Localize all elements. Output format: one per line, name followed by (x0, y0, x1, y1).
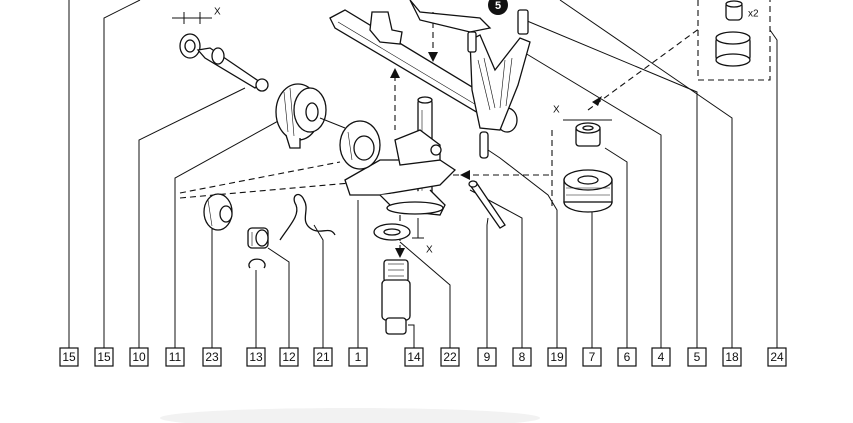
callout-8: 8 (512, 347, 532, 367)
svg-text:19: 19 (550, 350, 564, 364)
callout-11: 11 (165, 347, 185, 367)
callout-4: 4 (651, 347, 671, 367)
svg-text:12: 12 (282, 350, 296, 364)
part-1-shaft-assembly (344, 96, 457, 216)
svg-text:5: 5 (694, 350, 701, 364)
svg-text:22: 22 (443, 350, 457, 364)
dimension-label-x-mid: X (426, 245, 433, 256)
callout-12: 12 (279, 347, 299, 367)
part-cam-wheel (339, 120, 381, 170)
svg-text:15: 15 (62, 350, 76, 364)
leader-lines (68, 0, 778, 348)
callout-6: 6 (617, 347, 637, 367)
svg-text:6: 6 (624, 350, 631, 364)
part-10-control-rod (179, 33, 269, 92)
bottom-shadow (160, 408, 540, 423)
part-23-knob (203, 193, 233, 231)
part-7-pulley (563, 169, 613, 213)
svg-text:1: 1 (355, 350, 362, 364)
step-badge-label: 5 (495, 0, 501, 12)
callout-23: 23 (202, 347, 222, 367)
svg-text:14: 14 (407, 350, 421, 364)
part-12-bushing (247, 227, 269, 249)
svg-text:4: 4 (658, 350, 665, 364)
part-9-8-pins (468, 180, 506, 229)
callout-5: 5 (687, 347, 707, 367)
callout-24: 24 (767, 347, 787, 367)
callout-row: 15 15 10 11 23 13 12 21 (59, 347, 787, 367)
svg-text:9: 9 (484, 350, 491, 364)
part-22-washer (373, 223, 411, 241)
callout-18: 18 (722, 347, 742, 367)
part-6-nut (575, 122, 601, 147)
part-19-pin (479, 131, 489, 159)
svg-text:18: 18 (725, 350, 739, 364)
part-14-sleeve (381, 259, 411, 335)
svg-text:15: 15 (97, 350, 111, 364)
svg-text:23: 23 (205, 350, 219, 364)
callout-21: 21 (313, 347, 333, 367)
svg-text:11: 11 (169, 350, 182, 364)
callout-22: 22 (440, 347, 460, 367)
callout-14: 14 (404, 347, 424, 367)
part-13-circlip (248, 258, 266, 269)
callout-15-a: 15 (59, 347, 79, 367)
svg-text:7: 7 (589, 350, 596, 364)
callout-9: 9 (477, 347, 497, 367)
step-badge (488, 0, 508, 15)
quantity-label-x2: x2 (748, 9, 759, 20)
fork-yoke (467, 9, 531, 131)
svg-text:24: 24 (770, 350, 784, 364)
callout-1: 1 (348, 347, 368, 367)
callout-10: 10 (129, 347, 149, 367)
callout-13: 13 (246, 347, 266, 367)
callout-19: 19 (547, 347, 567, 367)
part-11-pulley (275, 83, 346, 149)
assembly-dashed-lines (179, 0, 771, 250)
dimension-label-x-top: X (214, 7, 221, 18)
dimension-marks (172, 12, 612, 239)
part-24-inset-parts (715, 0, 751, 67)
dimension-label-x-right: X (553, 105, 560, 116)
callout-7: 7 (582, 347, 602, 367)
part-21-spring (279, 193, 336, 241)
svg-text:8: 8 (519, 350, 526, 364)
svg-text:21: 21 (316, 350, 330, 364)
arrowheads (390, 52, 602, 258)
callout-15-b: 15 (94, 347, 114, 367)
svg-text:13: 13 (249, 350, 263, 364)
svg-text:10: 10 (132, 350, 146, 364)
